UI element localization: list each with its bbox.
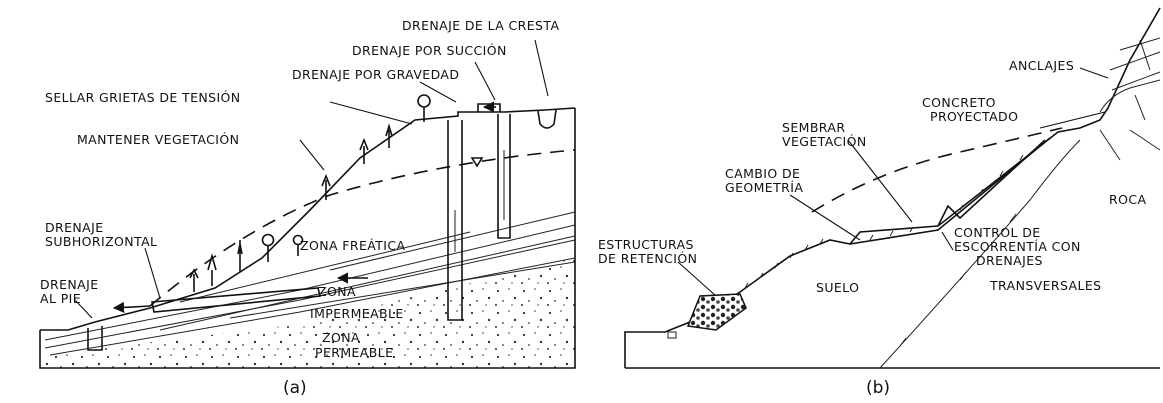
water-table-symbol [470, 157, 484, 168]
toe-drain-trench [87, 326, 103, 351]
original-slope-line [811, 127, 1063, 213]
shrub-1 [207, 253, 217, 286]
label-concreto-1: CONCRETO [922, 95, 996, 110]
panel-a: DRENAJE DE LA CRESTA DRENAJE POR SUCCIÓN… [39, 18, 576, 398]
label-estructuras-1: ESTRUCTURAS [598, 237, 694, 252]
label-zona-impermeable-2: IMPERMEABLE [310, 306, 404, 321]
phreatic-line [149, 149, 576, 307]
ground-profile [624, 7, 1161, 368]
gravity-drain-well [447, 120, 463, 321]
label-zona-impermeable-1: ZONA [318, 284, 356, 299]
retention-structure [686, 293, 747, 331]
tree-2 [292, 234, 304, 256]
leader-lines-a [74, 39, 549, 319]
label-drenaje-cresta: DRENAJE DE LA CRESTA [402, 18, 559, 33]
caption-b: (b) [866, 378, 890, 398]
caption-a: (a) [283, 378, 307, 398]
label-mantener-vegetacion: MANTENER VEGETACIÓN [77, 132, 239, 147]
label-zona-permeable-1: ZONA [322, 330, 360, 345]
vegetation [189, 94, 431, 292]
label-control-1: CONTROL DE [954, 225, 1041, 240]
label-estructuras-2: DE RETENCIÓN [598, 251, 697, 266]
shrub-3 [321, 173, 331, 200]
leader-lines-b [677, 67, 1109, 297]
label-sembrar-1: SEMBRAR [782, 120, 845, 135]
shrub-5 [385, 123, 393, 148]
label-concreto-2: PROYECTADO [930, 109, 1018, 124]
label-drenaje-gravedad: DRENAJE POR GRAVEDAD [292, 67, 459, 82]
subhorizontal-drain [112, 287, 322, 314]
label-control-4: TRANSVERSALES [989, 278, 1102, 293]
label-zona-permeable-2: PERMEABLE [315, 345, 393, 360]
shrub-2 [237, 240, 243, 272]
label-zona-freatica: ZONA FREÁTICA [300, 238, 405, 253]
tree-3 [417, 94, 431, 122]
label-roca: ROCA [1109, 192, 1146, 207]
label-drenaje-subhorizontal-1: DRENAJE [45, 220, 104, 235]
rock-contact-marks [899, 213, 1017, 347]
crest-ditch [537, 109, 557, 129]
shrub-6 [189, 268, 199, 292]
bench-cut-2 [937, 139, 1046, 227]
label-drenaje-subhorizontal-2: SUBHORIZONTAL [45, 234, 157, 249]
slope-vegetation [744, 154, 1024, 289]
label-drenaje-succion: DRENAJE POR SUCCIÓN [352, 43, 507, 58]
rock-contact [879, 139, 1081, 369]
panel-b: ANCLAJES CONCRETO PROYECTADO SEMBRAR VEG… [598, 7, 1161, 398]
label-cambio-2: GEOMETRÍA [725, 180, 803, 195]
strata-lines [44, 211, 576, 356]
label-anclajes: ANCLAJES [1009, 58, 1074, 73]
toe-block [667, 331, 677, 339]
shrub-4 [359, 137, 369, 164]
suction-drain-well [477, 101, 511, 239]
tree-1 [261, 233, 275, 262]
label-suelo: SUELO [816, 280, 859, 295]
label-control-2: ESCORRENTÍA CON [954, 239, 1081, 254]
label-sembrar-2: VEGETACIÓN [782, 134, 867, 149]
panel-a-frame [39, 108, 576, 369]
permeable-zone-texture [40, 258, 575, 368]
slope-surface [40, 107, 576, 331]
label-sellar-grietas: SELLAR GRIETAS DE TENSIÓN [45, 90, 241, 105]
label-control-3: DRENAJES [976, 253, 1043, 268]
label-cambio-1: CAMBIO DE [725, 166, 800, 181]
label-drenaje-pie-2: AL PIE [40, 291, 81, 306]
label-drenaje-pie-1: DRENAJE [40, 277, 99, 292]
rock-mass [1099, 37, 1161, 161]
